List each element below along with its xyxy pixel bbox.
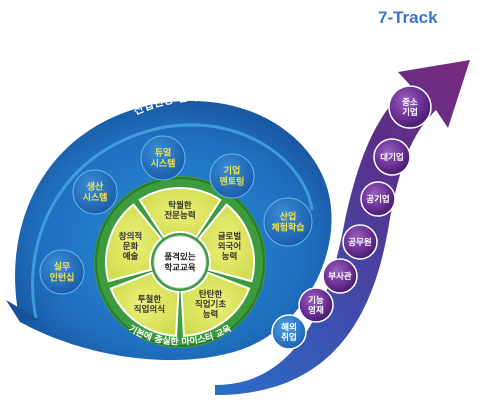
label-line: 체험학습 <box>271 222 304 234</box>
label-line: 대기업 <box>380 152 403 163</box>
track-label-bottom: 7-Track <box>222 356 258 367</box>
label-line: 능력 <box>222 251 238 262</box>
label-line: 직업의식 <box>134 304 165 315</box>
label-line: 예술 <box>123 251 139 262</box>
label-line: 글로벌 <box>218 231 242 242</box>
label-line: 산업 <box>280 211 297 223</box>
center-circle <box>153 235 207 289</box>
label-line: 투철한 <box>138 294 162 305</box>
label-line: 외국어 <box>218 241 241 252</box>
label-line: 해외 <box>281 322 297 333</box>
label-line: 시스템 <box>83 192 108 204</box>
track-orb-label: 대기업 <box>380 152 403 163</box>
label-line: 실무 <box>54 261 71 273</box>
track-arrow <box>215 60 470 395</box>
label-line: 취업 <box>281 332 297 343</box>
label-line: 능력 <box>203 309 219 320</box>
label-line: 직업기초 <box>195 299 226 310</box>
label-line: 부사관 <box>328 271 352 282</box>
label-line: 공기업 <box>366 194 389 205</box>
label-line: 탁월한 <box>168 200 192 211</box>
label-line: 생산 <box>87 181 104 193</box>
label-line: 공무원 <box>348 237 372 248</box>
track-orb: 공무원 <box>342 224 378 260</box>
label-line: 창의적 <box>119 231 142 242</box>
label-line: 품격있는 <box>164 252 195 263</box>
label-line: 듀얼 <box>155 147 172 159</box>
label-line: 중소 <box>402 98 418 108</box>
label-line: 영재 <box>308 305 324 316</box>
label-line: 탄탄한 <box>199 289 223 300</box>
label-line: 기업 <box>402 107 418 118</box>
label-line: 전문능력 <box>164 210 195 221</box>
label-line: 기업 <box>224 165 241 177</box>
label-line: 기능 <box>308 295 324 306</box>
label-line: 인턴십 <box>50 272 75 284</box>
track-orb-label: 공무원 <box>348 237 372 248</box>
track-orb: 대기업 <box>373 138 411 176</box>
track-orb: 부사관 <box>322 258 358 294</box>
label-line: 시스템 <box>151 158 176 170</box>
track-orb-label: 공기업 <box>366 194 389 205</box>
track-title: 7-Track <box>378 8 438 27</box>
track-orb: 공기업 <box>360 181 396 217</box>
label-line: 문화 <box>123 241 139 252</box>
track-orb-label: 부사관 <box>328 271 352 282</box>
label-line: 멘토링 <box>220 176 245 188</box>
label-line: 학교교육 <box>164 263 195 274</box>
